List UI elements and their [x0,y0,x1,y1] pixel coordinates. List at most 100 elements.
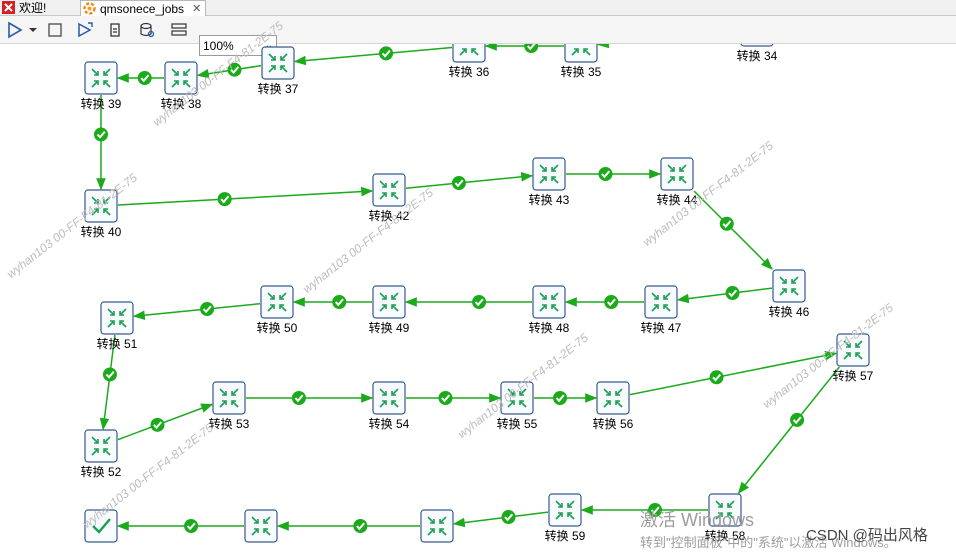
transformation-node[interactable] [420,509,454,543]
hop-check-icon[interactable] [94,127,108,142]
transformation-node[interactable]: 转换 51 [97,301,138,351]
tab-welcome[interactable]: 欢迎! [2,0,46,15]
hop-check-icon[interactable] [137,71,152,85]
hop-check-icon[interactable] [291,391,306,405]
node-label: 转换 53 [209,416,250,431]
hop-check-icon[interactable] [379,46,394,61]
transformation-icon [539,292,559,312]
close-icon[interactable]: ✕ [192,2,202,15]
node-label: 转换 55 [497,416,538,431]
hop-check-icon[interactable] [217,192,232,207]
hop-arrow[interactable] [117,403,214,441]
hop-check-icon[interactable] [184,519,199,533]
node-label: 转换 37 [258,81,299,96]
hop-check-icon[interactable] [719,216,734,231]
hop-arrow[interactable] [99,334,116,431]
transformation-node[interactable]: 转换 39 [81,61,122,111]
hop-check-icon[interactable] [604,295,619,309]
node-label: 转换 47 [641,320,682,335]
tab-jobs[interactable]: qmsonece_jobs ✕ [80,0,207,16]
transformation-node[interactable]: 转换 35 [561,44,602,79]
transformation-node[interactable]: 转换 37 [258,46,299,96]
zoom-select[interactable]: 100% ⌄ [199,35,277,56]
transformation-icon [268,53,288,73]
transformation-icon [715,500,735,520]
node-label: 转换 58 [705,528,746,543]
transformation-node[interactable]: 转换 47 [641,285,682,335]
hop-arrow[interactable] [405,171,534,190]
success-node[interactable] [84,509,118,543]
hop-check-icon[interactable] [501,510,516,525]
hop-check-icon[interactable] [227,62,242,77]
run-icon[interactable] [4,19,26,41]
transformation-node[interactable]: 转换 53 [209,381,250,431]
job-canvas[interactable]: 转换 34 转换 35 转换 36 转换 37 转换 38 转换 39 转换 40 转换 42… [0,44,956,552]
transformation-node[interactable]: 转换 44 [657,157,698,207]
hop-check-icon[interactable] [648,503,663,517]
hop-arrow[interactable] [117,186,374,206]
dropdown-icon[interactable] [26,19,40,41]
hop-check-icon[interactable] [332,295,347,309]
hop-check-icon[interactable] [472,295,487,309]
node-label: 转换 59 [545,528,586,543]
node-label: 转换 43 [529,192,570,207]
transformation-node[interactable]: 转换 58 [705,493,746,543]
transformation-icon [507,388,527,408]
hop-arrow[interactable] [737,366,840,494]
transformation-node[interactable]: 转换 48 [529,285,570,335]
transformation-node[interactable]: 转换 56 [593,381,634,431]
hop-check-icon[interactable] [451,176,466,191]
transformation-icon [603,388,623,408]
stop-icon[interactable] [44,19,66,41]
hop-check-icon[interactable] [524,44,539,53]
hop-check-icon[interactable] [102,367,117,382]
job-toolbar: 100% ⌄ [0,16,956,56]
transformation-node[interactable]: 转换 54 [369,381,410,431]
transformation-node[interactable]: 转换 36 [449,44,490,79]
node-label: 转换 54 [369,416,410,431]
transformation-node[interactable]: 转换 59 [545,493,586,543]
hop-check-icon[interactable] [725,286,740,301]
transformation-node[interactable] [244,509,278,543]
transformation-node[interactable]: 转换 49 [369,285,410,335]
transformation-icon [571,48,591,56]
node-label: 转换 49 [369,320,410,335]
hop-check-icon[interactable] [553,391,568,405]
hop-check-icon[interactable] [200,301,215,316]
node-label: 转换 39 [81,96,122,111]
hop-check-icon[interactable] [709,370,724,385]
sql-icon[interactable] [168,19,190,41]
node-label: 转换 56 [593,416,634,431]
hop-check-icon[interactable] [790,412,805,427]
hop-check-icon[interactable] [353,519,368,533]
transformation-node[interactable]: 转换 40 [81,189,122,239]
hop-check-icon[interactable] [598,167,613,181]
hop-arrow[interactable] [452,511,549,528]
transformation-node[interactable]: 转换 42 [369,173,410,223]
node-label: 转换 40 [81,224,122,239]
kettle-icon [2,1,15,14]
hop-arrow[interactable] [693,190,773,270]
node-label: 转换 44 [657,192,698,207]
hop-check-icon[interactable] [438,391,453,405]
replay-icon[interactable] [74,19,96,41]
debug-icon[interactable] [104,19,126,41]
hop-arrow[interactable] [629,350,838,396]
success-check-icon [92,518,111,534]
hop-arrow[interactable] [293,46,453,66]
transformation-node[interactable]: 转换 52 [81,429,122,479]
transformation-node[interactable]: 转换 50 [257,285,298,335]
transformation-node[interactable]: 转换 34 [737,44,778,63]
transformation-node[interactable]: 转换 57 [833,333,874,383]
transformation-node[interactable]: 转换 43 [529,157,570,207]
hop-arrow[interactable] [132,302,261,321]
transformation-node[interactable]: 转换 46 [769,269,810,319]
tab-jobs-label: qmsonece_jobs [100,1,185,16]
hop-check-icon[interactable] [150,417,165,432]
tab-welcome-label: 欢迎! [19,0,47,15]
transformation-node[interactable]: 转换 38 [161,61,202,111]
transformation-node[interactable]: 转换 55 [497,381,538,431]
transformation-icon [651,292,671,312]
hop-arrow[interactable] [676,287,773,304]
preview-icon[interactable] [136,19,158,41]
